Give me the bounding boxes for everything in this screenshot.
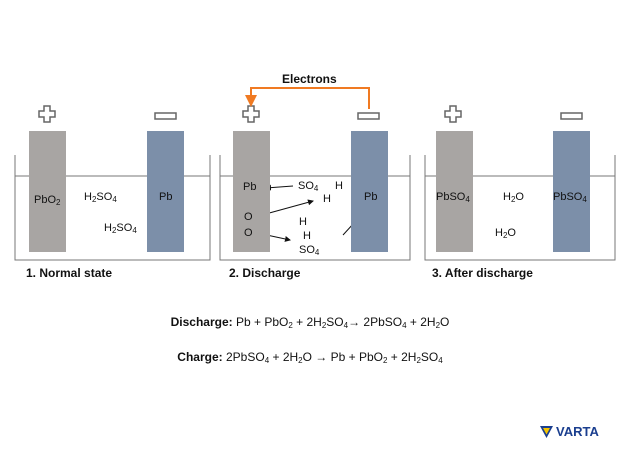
plate-label: PbSO4 xyxy=(553,191,587,204)
reaction-arrows xyxy=(261,184,366,242)
charge-formula: 2PbSO4 + 2H2O → Pb + PbO2 + 2H2SO4 xyxy=(225,350,443,365)
cell-label: 3. After discharge xyxy=(432,266,533,280)
electrons-label: Electrons xyxy=(282,72,337,86)
logo-text: VARTA xyxy=(556,424,599,439)
cell-label: 2. Discharge xyxy=(229,266,301,280)
plate-label: O xyxy=(244,211,253,223)
discharge-label: Discharge: xyxy=(170,315,233,329)
electrolyte-label: H2O xyxy=(503,191,524,204)
electrolyte-label: H xyxy=(299,216,307,228)
electrolyte-label: H2SO4 xyxy=(104,222,137,235)
charge-equation: Charge: 2PbSO4 + 2H2O → Pb + PbO2 + 2H2S… xyxy=(0,350,620,365)
plate-label: PbSO4 xyxy=(436,191,470,204)
electron-flow-arrow xyxy=(245,87,370,109)
varta-shield-icon xyxy=(540,425,553,438)
negative-plate xyxy=(553,131,590,252)
electrolyte-label: H xyxy=(323,193,331,205)
plate-label: O xyxy=(244,227,253,239)
plus-icon xyxy=(38,105,462,123)
varta-logo: VARTA xyxy=(540,424,599,439)
minus-icon xyxy=(154,112,583,120)
plate-label: Pb xyxy=(159,191,173,203)
electrolyte-label: H xyxy=(335,180,343,192)
electrolyte-label: H xyxy=(303,230,311,242)
plate-label: Pb xyxy=(364,191,378,203)
positive-plate xyxy=(436,131,473,252)
electrolyte-label: H2O xyxy=(495,227,516,240)
plate-label: PbO2 xyxy=(34,194,61,207)
positive-plate xyxy=(233,131,270,252)
cell-label: 1. Normal state xyxy=(26,266,113,280)
discharge-formula: Pb + PbO2 + 2H2SO4→ 2PbSO4 + 2H2O xyxy=(235,315,450,330)
negative-plate xyxy=(147,131,184,252)
electrolyte-label: H2SO4 xyxy=(84,191,117,204)
plate-label: Pb xyxy=(243,181,257,193)
electrolyte-label: SO4 xyxy=(298,180,319,193)
discharge-equation: Discharge: Pb + PbO2 + 2H2SO4→ 2PbSO4 + … xyxy=(0,315,620,330)
negative-plate xyxy=(351,131,388,252)
charge-label: Charge: xyxy=(177,350,223,364)
electrolyte-label: SO4 xyxy=(299,244,320,257)
positive-plate xyxy=(29,131,66,252)
